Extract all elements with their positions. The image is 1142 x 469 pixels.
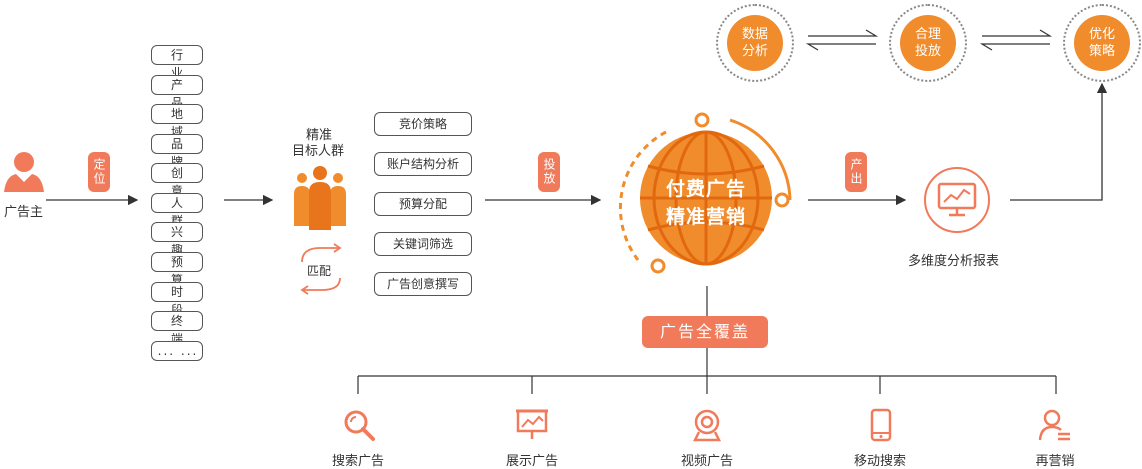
cycle-delivery-line1: 合理 xyxy=(914,27,941,42)
strategy-account-structure: 账户结构分析 xyxy=(374,152,472,176)
exchange-arrows-1 xyxy=(805,29,879,51)
channel-remarketing: 再营销 xyxy=(1035,454,1075,469)
channel-search-ads: 搜索广告 xyxy=(331,454,384,469)
cycle-data-analysis: 数据分析 xyxy=(727,15,783,71)
tag-interest: 兴 趣 xyxy=(151,222,203,257)
cycle-optimize-strategy: 优化策略 xyxy=(1074,15,1130,71)
tag-terminal: 终 端 xyxy=(151,311,203,346)
cycle-ring-optimize xyxy=(1063,4,1141,82)
core-title-line1: 付费广告 xyxy=(665,178,746,200)
strategy-bidding: 竞价策略 xyxy=(374,112,472,136)
exchange-arrows-2 xyxy=(979,29,1053,51)
cycle-delivery-line2: 投放 xyxy=(914,44,941,59)
phone-icon xyxy=(870,408,892,442)
strategy-budget-allocation: 预算分配 xyxy=(374,192,472,216)
report-label: 多维度分析报表 xyxy=(908,254,1000,269)
tag-more: ... ... xyxy=(151,341,203,361)
channel-mobile-search: 移动搜索 xyxy=(853,454,906,469)
tag-timeslot: 时 段 xyxy=(151,282,203,317)
match-cycle-arrows xyxy=(300,243,342,295)
report-ring xyxy=(924,167,990,233)
channel-video-ads: 视频广告 xyxy=(680,454,733,469)
audience-group-icon xyxy=(294,166,346,230)
cycle-optimize-line1: 优化 xyxy=(1088,27,1115,42)
step-output-badge: 产出 xyxy=(845,152,867,192)
tag-crowd: 人 群 xyxy=(151,193,203,228)
audience-title-line2: 目标人群 xyxy=(292,144,345,159)
tag-region: 地 域 xyxy=(151,104,203,139)
strategy-keyword-filter: 关键词筛选 xyxy=(374,232,472,256)
tag-product: 产 品 xyxy=(151,75,203,110)
magnifier-icon xyxy=(344,410,375,441)
display-board-icon xyxy=(516,409,548,439)
channel-display-ads: 展示广告 xyxy=(505,454,558,469)
cycle-ring-analysis xyxy=(716,4,794,82)
tag-budget: 预 算 xyxy=(151,252,203,287)
monitor-chart-icon xyxy=(937,182,977,217)
user-list-icon xyxy=(1038,409,1070,441)
camera-icon xyxy=(692,409,722,442)
advertiser-label: 广告主 xyxy=(4,205,44,220)
advertiser-person-icon xyxy=(4,152,44,192)
match-label: 匹配 xyxy=(307,264,332,278)
arrow-report-to-optimize xyxy=(1010,82,1108,201)
audience-title-line1: 精准 xyxy=(306,128,333,143)
cycle-ring-delivery xyxy=(889,4,967,82)
step-locate-badge: 定位 xyxy=(88,152,110,192)
strategy-ad-copywriting: 广告创意撰写 xyxy=(374,272,472,296)
cycle-analysis-line2: 分析 xyxy=(741,44,768,59)
globe-icon xyxy=(619,112,792,274)
core-title-line2: 精准营销 xyxy=(665,206,746,228)
tag-industry: 行 业 xyxy=(151,45,203,80)
step-deliver-badge: 投放 xyxy=(538,152,560,192)
coverage-badge: 广告全覆盖 xyxy=(642,316,768,348)
cycle-reasonable-delivery: 合理投放 xyxy=(900,15,956,71)
tag-creative: 创 意 xyxy=(151,163,203,198)
cycle-analysis-line1: 数据 xyxy=(741,27,768,42)
cycle-optimize-line2: 策略 xyxy=(1088,44,1115,59)
tag-brand: 品 牌 xyxy=(151,134,203,169)
